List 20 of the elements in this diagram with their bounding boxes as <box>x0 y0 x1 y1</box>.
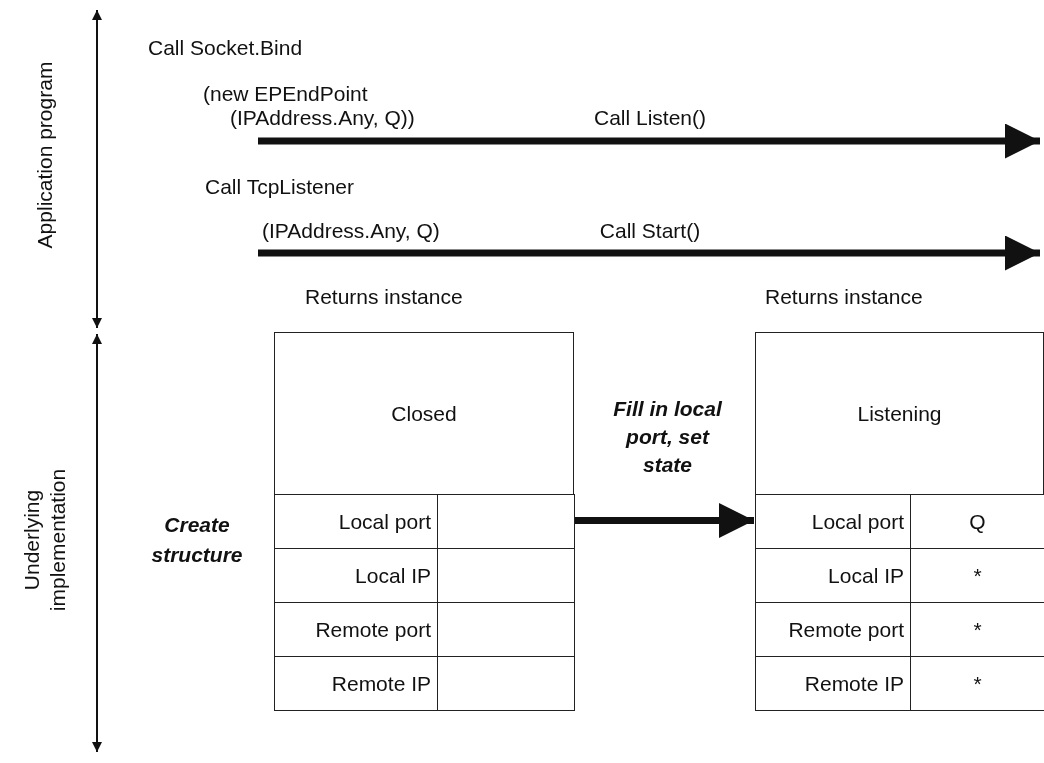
value-cell: * <box>910 656 1044 711</box>
call-text: Call TcpListener <box>205 175 355 199</box>
edge-label: Fill in local port, set state <box>612 396 723 478</box>
structure-table <box>755 332 1044 710</box>
arrow <box>574 503 754 538</box>
call-text: (new EPEndPoint <box>203 82 368 106</box>
state-name: Listening <box>856 402 943 426</box>
state-name: Closed <box>390 402 458 426</box>
call-text: Call Listen() <box>592 106 707 130</box>
annotation-text: Create structure <box>150 512 244 568</box>
side-label: Application program <box>32 60 57 251</box>
return-text: Returns instance <box>305 285 463 309</box>
call-text: Call Socket.Bind <box>148 36 303 60</box>
structure-table <box>274 332 574 710</box>
call-text: (IPAddress.Any, Q)) <box>230 106 415 130</box>
value-cell: Q <box>910 494 1044 549</box>
side-label: Underlying implementation <box>19 467 70 614</box>
return-text: Returns instance <box>765 285 923 309</box>
call-text: (IPAddress.Any, Q) <box>262 219 440 243</box>
call-text: Call Start() <box>598 219 702 243</box>
